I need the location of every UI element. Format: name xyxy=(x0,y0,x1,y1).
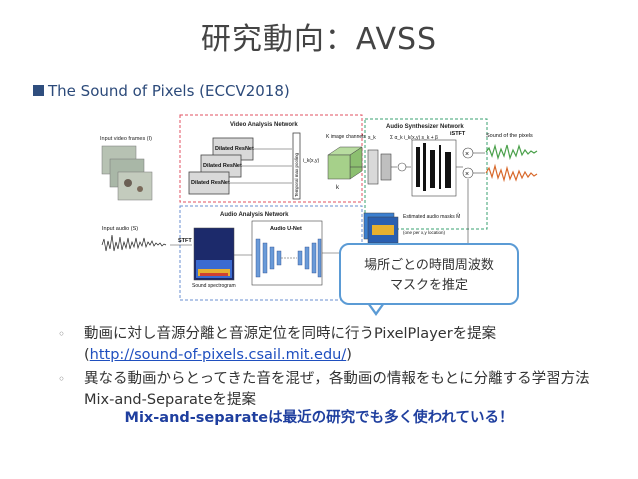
audio-network-label: Audio Analysis Network xyxy=(220,212,289,218)
k-label: k xyxy=(336,185,340,191)
bullet-marker-2: ◦ xyxy=(58,372,66,386)
unet-layer-7 xyxy=(311,242,317,274)
sk-label: s_k xyxy=(368,135,376,141)
callout-tail-inner xyxy=(368,301,384,312)
callout-line-2: マスクを推定 xyxy=(389,278,468,293)
square-bullet-icon xyxy=(33,85,44,96)
unet-layer-6 xyxy=(304,246,310,270)
resnet-box-3 xyxy=(188,171,230,195)
slide-title: 研究動向：AVSS xyxy=(200,22,438,57)
resnet-label-2: Dilated ResNet xyxy=(203,163,242,169)
unet-layer-4 xyxy=(276,250,282,266)
audio-network-box xyxy=(179,205,363,301)
unet-layer-5 xyxy=(297,250,303,266)
unet-layer-1 xyxy=(255,238,261,278)
sound-of-pixels-label: Sound of the pixels xyxy=(486,133,533,139)
sigmoid-node xyxy=(397,162,407,172)
istft-label: iSTFT xyxy=(450,131,466,137)
architecture-figure: Video Analysis Network Audio Analysis Ne… xyxy=(100,105,538,302)
resnet-label-1: Dilated ResNet xyxy=(215,146,254,152)
callout-line-1: 場所ごとの時間周波数 xyxy=(364,258,494,273)
input-waveform xyxy=(101,234,167,252)
synth-block-1 xyxy=(367,149,379,185)
temporal-pooling-bar xyxy=(292,132,301,200)
section-heading-text: The Sound of Pixels (ECCV2018) xyxy=(48,82,290,100)
k-image-channels-label: K image channels xyxy=(326,134,366,140)
input-frames-label: Input video frames (I) xyxy=(100,136,152,142)
input-audio-label: Input audio (S) xyxy=(102,226,138,232)
unet-layer-2 xyxy=(262,242,268,274)
project-link[interactable]: http://sound-of-pixels.csail.mit.edu/ xyxy=(89,347,347,363)
bullet-list: ◦ 動画に対し音源分離と音源定位を同時に行うPixelPlayerを提案 (ht… xyxy=(58,324,618,414)
estimated-masks-label: Estimated audio masks M̂ xyxy=(403,213,460,220)
resnet-label-3: Dilated ResNet xyxy=(191,180,230,186)
output-waveform-green xyxy=(485,143,538,161)
bullet-2-text: 異なる動画からとってきた音を混ぜ，各動画の情報をもとに分離する学習方法Mix-a… xyxy=(84,371,590,408)
video-frame-3 xyxy=(117,171,153,201)
bullet-1-text: 動画に対し音源分離と音源定位を同時に行うPixelPlayerを提案 xyxy=(84,326,497,342)
bullet-item-mix-and-separate: ◦ 異なる動画からとってきた音を混ぜ，各動画の情報をもとに分離する学習方法Mix… xyxy=(58,369,618,411)
section-heading: The Sound of Pixels (ECCV2018) xyxy=(33,82,290,100)
unet-layer-8 xyxy=(317,238,322,278)
output-waveform-orange xyxy=(485,163,538,183)
multiply-symbol-1: × xyxy=(465,151,469,158)
stft-label: STFT xyxy=(178,238,192,244)
unet-label: Audio U-Net xyxy=(270,226,302,232)
architecture-diagram: Video Analysis Network Audio Analysis Ne… xyxy=(100,114,538,301)
temporal-pooling-label: Temporal max pooling xyxy=(294,152,299,197)
bullet-item-pixelplayer: ◦ 動画に対し音源分離と音源定位を同時に行うPixelPlayerを提案 (ht… xyxy=(58,324,618,366)
formula-small: i_k(x,y) xyxy=(303,158,319,164)
masks-sub-label: (one per x,y location) xyxy=(403,230,446,235)
synth-block-2 xyxy=(380,153,392,181)
callout-bubble: 場所ごとの時間周波数 マスクを推定 xyxy=(339,243,519,305)
bullet-1-paren-close: ) xyxy=(346,347,352,363)
bullet-1-paren-open: ( xyxy=(84,347,90,363)
video-network-label: Video Analysis Network xyxy=(230,122,298,128)
channel-cube-front xyxy=(327,154,351,180)
multiply-symbol-2: × xyxy=(465,171,469,178)
highlight-text: Mix-and-separateは最近の研究でも多く使われている！ xyxy=(124,410,514,426)
synth-network-label: Audio Synthesizer Network xyxy=(386,124,464,130)
spectrogram-label: Sound spectrogram xyxy=(192,283,236,289)
bullet-marker-1: ◦ xyxy=(58,327,66,341)
synth-network-box xyxy=(364,118,488,230)
formula-label: Σ α_k i_k(x,y) s_k + β xyxy=(390,135,438,141)
unet-layer-3 xyxy=(269,246,275,270)
